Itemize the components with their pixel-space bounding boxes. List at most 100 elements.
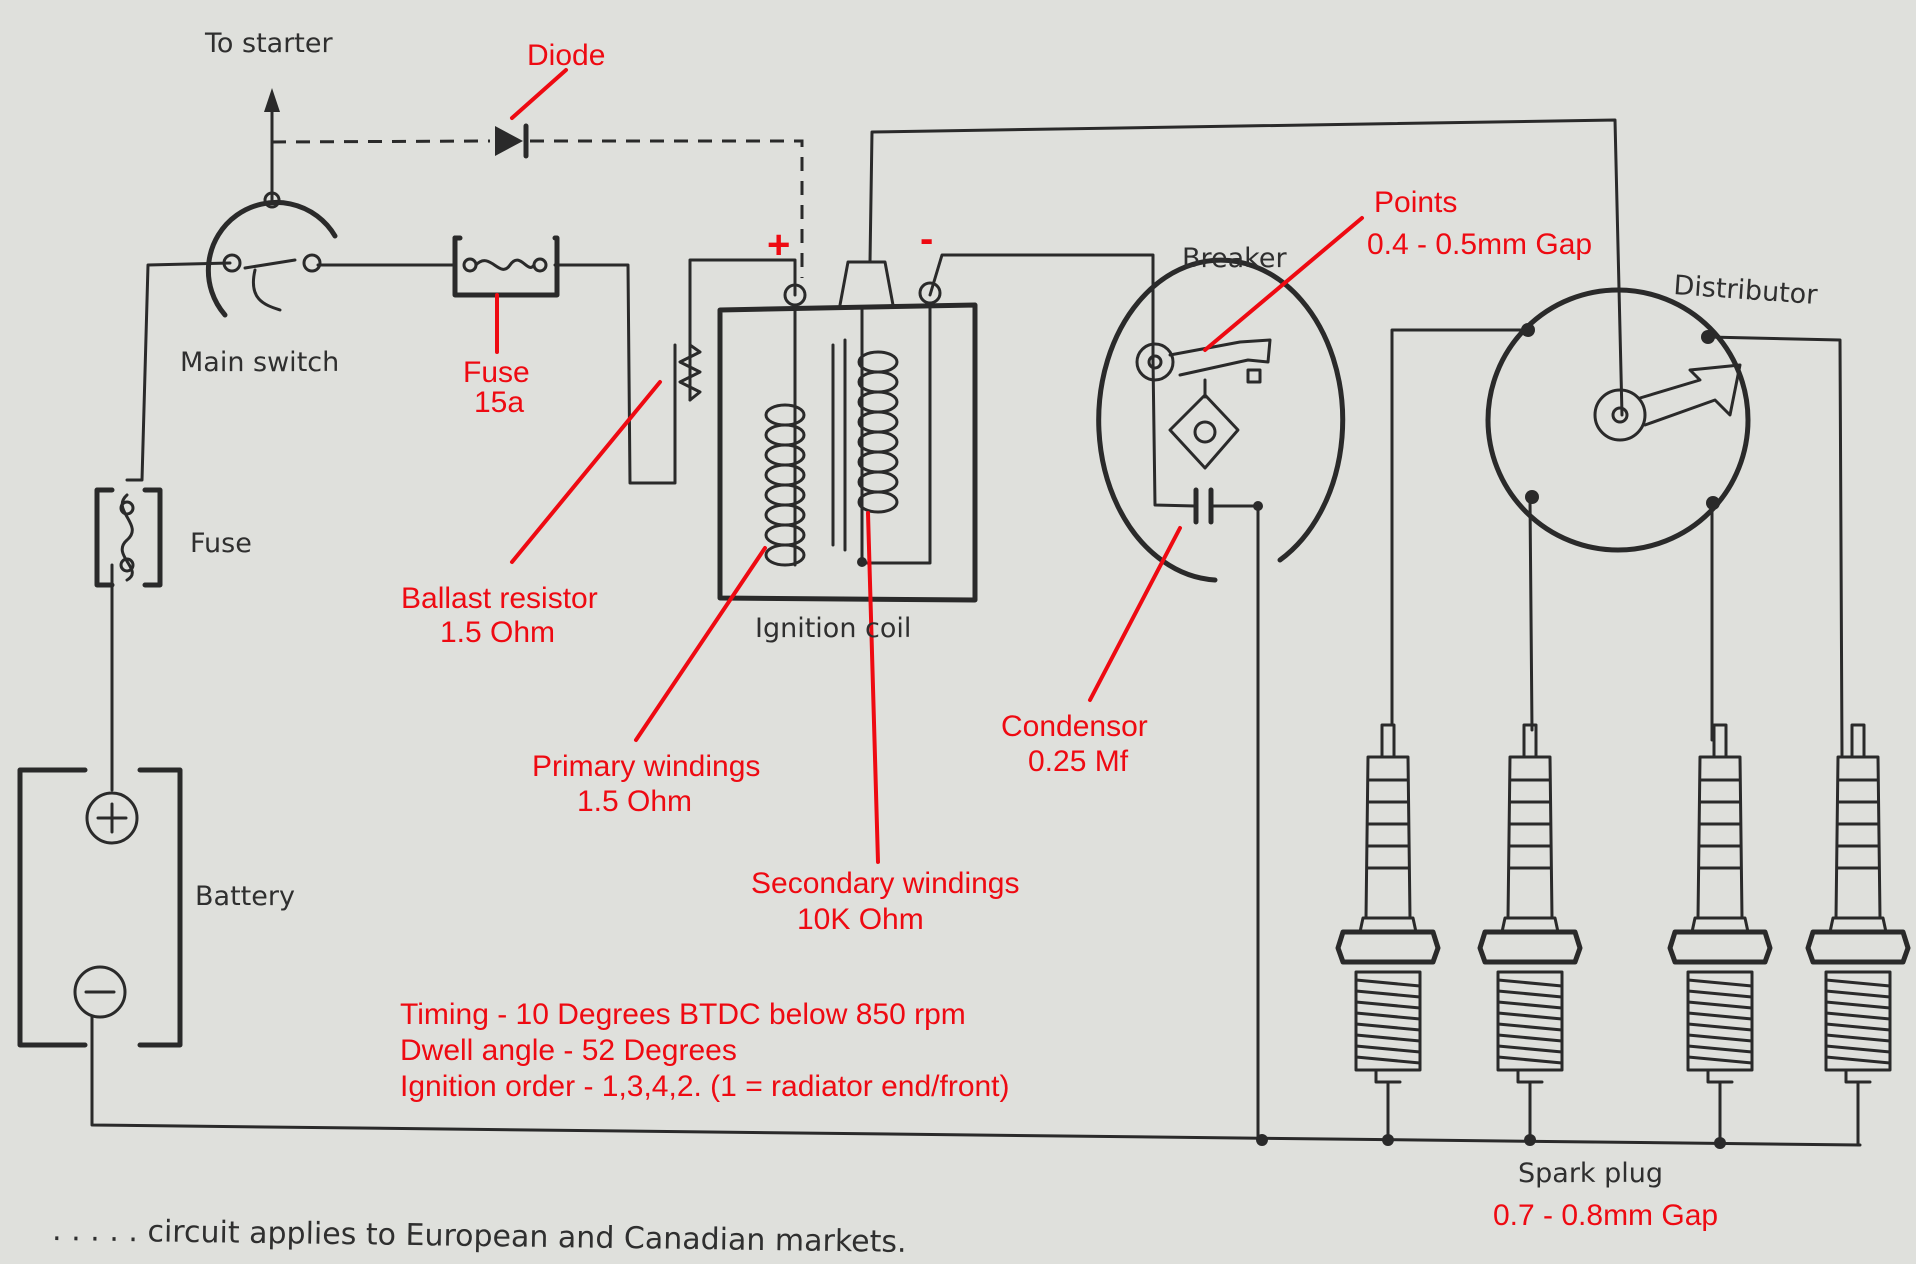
breaker-cam-icon (1168, 393, 1240, 470)
fuse-15a-symbol (452, 235, 560, 298)
fuse-element-icon (120, 493, 134, 582)
plug4-lead-wire (1706, 335, 1844, 757)
primary-loop (764, 543, 806, 567)
secondary-windings-leader-line (866, 511, 880, 864)
to-starter-label: To starter (204, 28, 334, 59)
distributor-label: Distributor (1673, 270, 1820, 311)
ground-dot-breaker (1256, 1134, 1268, 1146)
plug-thread (1496, 1022, 1564, 1032)
ignition-coil-label: Ignition coil (755, 613, 911, 644)
fuse-terminal-top (119, 500, 135, 516)
plug-thread (1824, 978, 1892, 988)
plug-thread (1496, 1044, 1564, 1054)
battery-bracket-left (17, 767, 88, 1048)
plug-thread (1824, 1011, 1892, 1021)
battery-symbol (17, 767, 183, 1048)
plug1-lead-wire (1390, 328, 1530, 727)
spark-plug-label: Spark plug (1518, 1158, 1663, 1189)
plug-thread (1496, 1033, 1564, 1043)
plug-thread (1354, 989, 1422, 999)
diode-triangle-icon (495, 126, 523, 156)
secondary-loop (857, 430, 899, 454)
condensor-annotation: Condensor (1001, 710, 1148, 743)
condensor-ground-wire (1210, 504, 1260, 1142)
fuse-terminal-bottom (119, 557, 135, 573)
coil-junction-dot (857, 557, 867, 567)
breaker-ground-dot (1253, 501, 1263, 511)
plug-thread (1496, 1011, 1564, 1021)
switch-terminal-left (222, 253, 242, 273)
plug-thread (1824, 1022, 1892, 1032)
distributor-terminal-2 (1525, 490, 1539, 504)
secondary-windings-annotation: Secondary windings (751, 867, 1020, 900)
primary-loop (764, 503, 806, 527)
fuse-15a-box (452, 235, 560, 298)
coil-ht-tower (838, 260, 895, 307)
ballast-leader-line (510, 380, 662, 564)
fuse-label: Fuse (190, 528, 252, 559)
coil-negative-lead (860, 303, 932, 565)
plug-terminal (1522, 723, 1538, 759)
plug-thread (1496, 989, 1564, 999)
battery-label: Battery (195, 881, 295, 912)
plug-hex-nut (1667, 929, 1773, 965)
switch-terminal-top (263, 191, 281, 209)
battery-bracket-right (137, 767, 183, 1048)
ground-dot-plug3 (1714, 1137, 1726, 1149)
coil-body (717, 302, 978, 603)
spark-gap-annotation: 0.7 - 0.8mm Gap (1493, 1199, 1718, 1232)
distributor-rotor-center (1611, 406, 1629, 424)
breaker-points-arm-icon (1168, 338, 1272, 377)
distributor-terminal-4 (1701, 330, 1715, 344)
plug-thread (1496, 978, 1564, 988)
plug-thread-body (1824, 970, 1892, 1072)
diode-symbol (495, 123, 529, 159)
primary-windings-annotation: Primary windings (532, 750, 760, 783)
plug-shoulder (1358, 916, 1418, 934)
breaker-condensor-wire-left (1151, 358, 1197, 508)
plug-thread (1686, 1022, 1754, 1032)
dwell-annotation: Dwell angle - 52 Degrees (400, 1034, 737, 1067)
distributor-terminal-3 (1706, 496, 1720, 510)
plug-thread (1496, 1055, 1564, 1065)
coil-ht-to-distributor-wire (868, 118, 1624, 417)
distributor-rotor-hub (1593, 388, 1647, 442)
to-starter-arrow-icon (264, 88, 280, 112)
spark-plug-2 (1477, 723, 1583, 1084)
primary-value-annotation: 1.5 Ohm (577, 785, 692, 818)
plug-thread (1354, 1011, 1422, 1021)
ballast-value-annotation: 1.5 Ohm (440, 616, 555, 649)
secondary-loop (857, 390, 899, 414)
plug-terminal (1850, 723, 1866, 759)
ground-dot-plug2 (1524, 1134, 1536, 1146)
coil-negative-to-breaker-wire (928, 253, 1155, 362)
coil-negative-terminal (918, 281, 942, 305)
plug-thread (1824, 1044, 1892, 1054)
plug-thread (1686, 1044, 1754, 1054)
plug-thread-body (1354, 970, 1422, 1072)
ignition-order-annotation: Ignition order - 1,3,4,2. (1 = radiator … (400, 1070, 1010, 1103)
fuse-bracket-left (94, 487, 115, 588)
distributor-cap (1485, 287, 1751, 553)
plug-hex-nut (1335, 929, 1441, 965)
fuse-15a-terminal-left (462, 257, 478, 273)
battery-positive-terminal-icon (85, 791, 139, 845)
condensor-symbol (1193, 487, 1214, 525)
plus-sign-icon (96, 802, 128, 834)
primary-loop (764, 423, 806, 447)
breaker-pivot (1135, 342, 1175, 382)
secondary-loop (857, 450, 899, 474)
spark-plugs-group (1335, 723, 1911, 1084)
plug-thread (1686, 1011, 1754, 1021)
plug-thread (1824, 1033, 1892, 1043)
main-switch-symbol (205, 191, 338, 318)
plug-electrode (1516, 1068, 1544, 1084)
fuse-to-switch-wire (125, 261, 232, 482)
ballast-resistor-symbol (678, 328, 702, 402)
plug-hex-nut (1805, 929, 1911, 965)
secondary-loop (857, 410, 899, 434)
spark-plug-3 (1667, 723, 1773, 1084)
primary-loop (764, 483, 806, 507)
secondary-winding-loops (857, 350, 899, 514)
